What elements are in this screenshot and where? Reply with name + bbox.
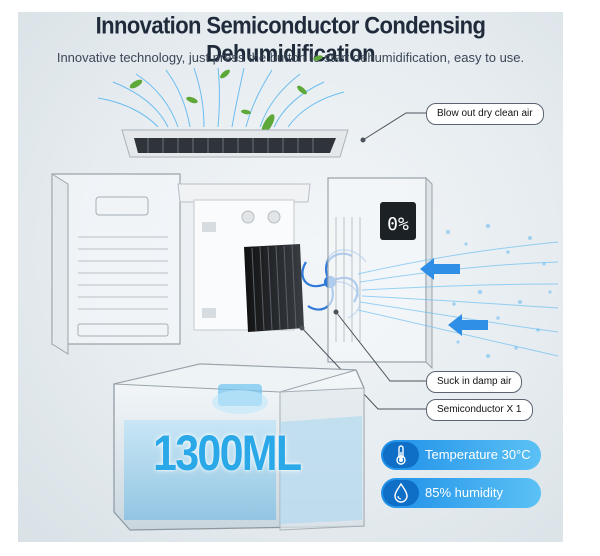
airflow-lines — [97, 67, 345, 128]
water-droplets — [446, 223, 552, 358]
tank-capacity-label: 1300ML — [153, 425, 302, 481]
leaf-icon — [129, 55, 323, 134]
page-subtitle: Innovative technology, just press the bu… — [56, 50, 525, 65]
humidity-spec-label: 85% humidity — [425, 485, 504, 500]
product-infographic: Innovation Semiconductor Condensing Dehu… — [18, 12, 563, 542]
callout-leaders — [299, 112, 426, 410]
callout-blow-out: Blow out dry clean air — [426, 103, 544, 125]
temperature-spec-badge: Temperature 30°C — [381, 440, 541, 470]
humidity-spec-badge: 85% humidity — [381, 478, 541, 508]
left-housing-panel — [51, 173, 181, 355]
humidity-icon — [383, 480, 419, 506]
humidity-display-readout: 0% — [387, 214, 409, 235]
heat-sink — [244, 244, 304, 332]
thermometer-icon — [383, 442, 419, 468]
temperature-spec-label: Temperature 30°C — [425, 447, 531, 462]
dehumidifier-illustration: 0% — [51, 55, 559, 531]
right-housing-panel — [327, 176, 433, 370]
page-title: Innovation Semiconductor Condensing Dehu… — [95, 12, 486, 67]
callout-semiconductor: Semiconductor X 1 — [426, 399, 533, 421]
water-tank — [113, 363, 365, 531]
top-vent — [121, 129, 349, 158]
callout-suck-in: Suck in damp air — [426, 371, 523, 393]
arrow-right-icon — [420, 258, 488, 336]
airflow-lines-intake — [357, 241, 559, 357]
